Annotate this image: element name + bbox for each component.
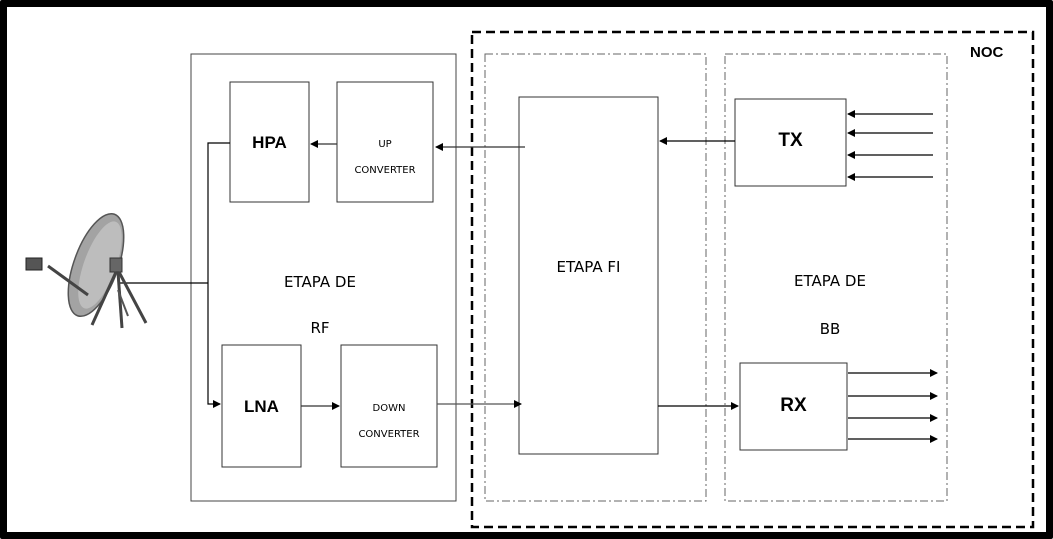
bb-stage-label: ETAPA DE BB	[775, 245, 885, 341]
fi-stage-label: ETAPA FI	[519, 258, 658, 276]
satellite-dish-icon	[26, 207, 146, 328]
up-converter-label: UP CONVERTER	[337, 125, 433, 177]
hpa-label: HPA	[230, 133, 309, 153]
bb-stage-line2: BB	[820, 320, 841, 338]
up-converter-line1: UP	[378, 139, 391, 150]
rx-label: RX	[740, 395, 847, 417]
noc-label: NOC	[970, 44, 1020, 61]
rf-stage-line1: ETAPA DE	[284, 273, 356, 291]
rf-stage-label: ETAPA DE RF	[270, 248, 370, 340]
down-converter-label: DOWN CONVERTER	[341, 389, 437, 441]
rf-stage-line2: RF	[310, 319, 329, 337]
tx-label: TX	[735, 130, 846, 152]
lna-label: LNA	[222, 397, 301, 417]
up-converter-line2: CONVERTER	[354, 165, 415, 176]
down-converter-line1: DOWN	[373, 403, 406, 414]
bb-stage-line1: ETAPA DE	[794, 272, 866, 290]
down-converter-line2: CONVERTER	[358, 429, 419, 440]
